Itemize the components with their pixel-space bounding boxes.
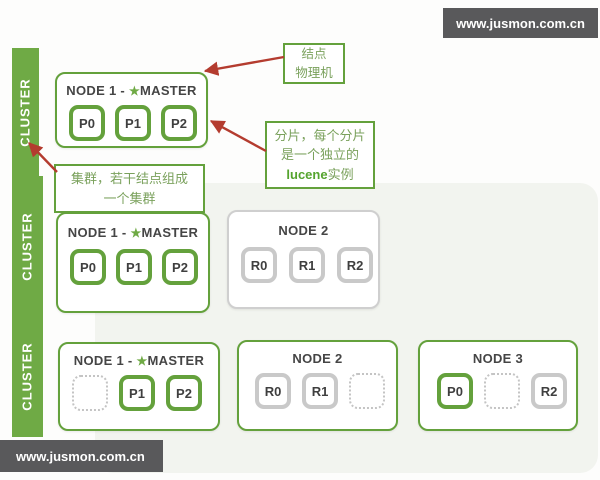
shard-label: P1: [129, 385, 145, 401]
node-title-suffix: MASTER: [141, 225, 199, 240]
shard-row: R0 R1: [239, 373, 396, 409]
node-title: NODE 1 - ★MASTER: [60, 353, 218, 368]
shard-box: P1: [115, 105, 151, 141]
shard-box: R1: [289, 247, 325, 283]
shard-row: P0 R2: [420, 373, 576, 409]
shard-label: R2: [346, 257, 364, 273]
master-star-icon: ★: [136, 354, 148, 368]
shard-label: R0: [250, 257, 268, 273]
annotation-line: 是一个独立的: [280, 147, 359, 163]
watermark-banner-top: www.jusmon.com.cn: [443, 8, 598, 38]
node-title: NODE 2: [278, 223, 329, 238]
shard-row: P1 P2: [60, 375, 218, 411]
annotation-line: 结点: [301, 47, 327, 62]
node-box-row3-node3: NODE 3 P0 R2: [418, 340, 578, 431]
annotation-cluster-callout: 集群，若干结点组成 一个集群: [54, 164, 205, 213]
node-box-row3-node1: NODE 1 - ★MASTER P1 P2: [58, 342, 220, 431]
node-box-row3-node2: NODE 2 R0 R1: [237, 340, 398, 431]
annotation-node-callout: 结点 物理机: [283, 43, 345, 84]
shard-label: R1: [298, 257, 316, 273]
shard-label: R0: [264, 383, 282, 399]
annotation-line: 物理机: [295, 65, 333, 80]
shard-label: P2: [172, 259, 188, 275]
cluster-band-1: CLUSTER: [12, 48, 39, 176]
cluster-band-2-label: CLUSTER: [20, 211, 36, 281]
shard-box: R2: [531, 373, 567, 409]
shard-box: R0: [255, 373, 291, 409]
annotation-line-rest: 实例: [327, 166, 354, 182]
shard-row: R0 R1 R2: [229, 247, 378, 283]
shard-box: R0: [241, 247, 277, 283]
node-title-prefix: NODE 1 -: [66, 83, 129, 98]
shard-box: P0: [437, 373, 473, 409]
shard-box: R2: [337, 247, 373, 283]
node-title: NODE 3: [472, 351, 524, 366]
node-title-suffix: MASTER: [147, 353, 205, 368]
shard-label: R1: [311, 383, 329, 399]
annotation-shard-callout: 分片，每个分片 是一个独立的 lucene实例: [265, 121, 375, 189]
shard-box: P1: [119, 375, 155, 411]
shard-label: P0: [447, 383, 463, 399]
annotation-line: lucene实例: [267, 165, 373, 185]
watermark-banner-bottom: www.jusmon.com.cn: [0, 440, 163, 472]
node-box-row2-node2: NODE 2 R0 R1 R2: [227, 210, 380, 309]
shard-box: P0: [69, 105, 105, 141]
shard-label: P0: [80, 259, 96, 275]
annotation-line: 集群，若干结点组成: [70, 171, 188, 186]
shard-box: R1: [302, 373, 338, 409]
shard-label: P1: [125, 115, 141, 131]
annotation-line: 分片，每个分片: [274, 127, 366, 143]
node-box-row2-node1: NODE 1 - ★MASTER P0 P1 P2: [56, 212, 210, 313]
node-title-prefix: NODE 1 -: [67, 225, 131, 240]
shard-box: P2: [162, 249, 198, 285]
node-title: NODE 2: [292, 351, 343, 366]
shard-box: P1: [116, 249, 152, 285]
cluster-band-2: CLUSTER: [12, 176, 43, 316]
cluster-band-1-label: CLUSTER: [18, 77, 34, 147]
arrow-to-node: [203, 55, 285, 76]
arrow-to-shard: [209, 119, 267, 153]
shard-row: P0 P1 P2: [57, 105, 206, 141]
master-star-icon: ★: [128, 84, 140, 98]
shard-label: R2: [540, 383, 558, 399]
master-star-icon: ★: [130, 226, 142, 240]
annotation-line: 一个集群: [103, 190, 156, 206]
shard-label: P2: [171, 115, 187, 131]
lucene-highlight: lucene: [286, 166, 328, 182]
node-box-row1-node1: NODE 1 - ★MASTER P0 P1 P2: [55, 72, 208, 148]
shard-label: P1: [126, 259, 142, 275]
shard-label: P0: [79, 115, 95, 131]
cluster-band-3-label: CLUSTER: [20, 342, 36, 411]
shard-label: P2: [176, 385, 192, 401]
shard-box: P2: [166, 375, 202, 411]
shard-box: P2: [161, 105, 197, 141]
shard-box: P0: [70, 249, 106, 285]
node-title: NODE 1 - ★MASTER: [58, 225, 208, 240]
node-title: NODE 1 - ★MASTER: [57, 83, 206, 98]
empty-shard-slot: [72, 375, 108, 411]
cluster-band-3: CLUSTER: [12, 316, 43, 437]
shard-row: P0 P1 P2: [58, 249, 208, 285]
node-title-suffix: MASTER: [140, 83, 197, 98]
empty-shard-slot: [484, 373, 520, 409]
empty-shard-slot: [349, 373, 385, 409]
node-title-prefix: NODE 1 -: [73, 353, 137, 368]
